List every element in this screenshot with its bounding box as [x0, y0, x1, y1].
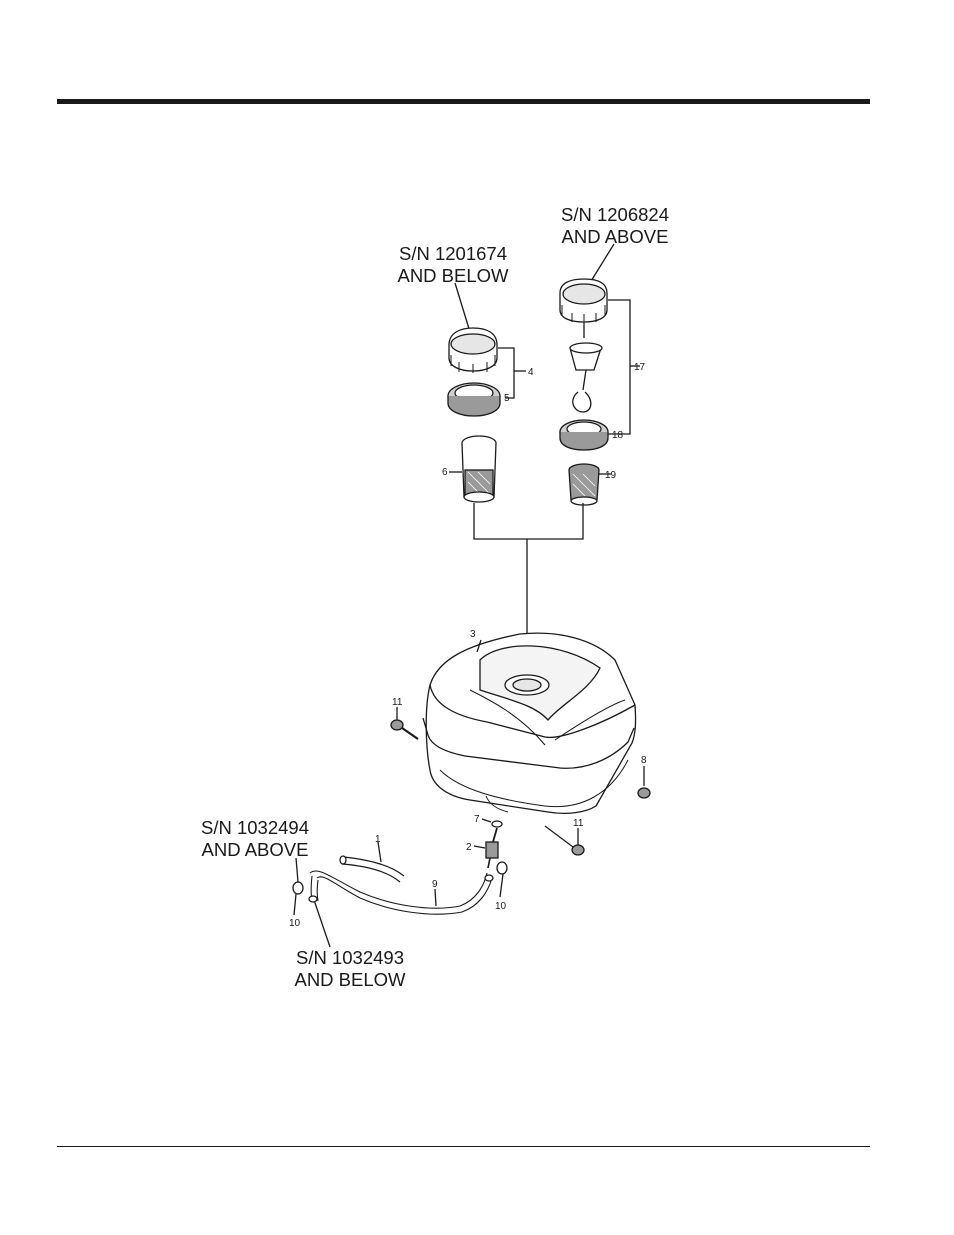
callout-10-left: 10: [289, 918, 301, 929]
callout-11-left: 11: [392, 697, 403, 708]
callout-19: 19: [605, 470, 617, 481]
callout-18: 18: [612, 430, 624, 441]
tank-nut: [638, 788, 650, 798]
fuel-hose-long: [310, 871, 492, 914]
callout-6: 6: [442, 467, 448, 478]
callout-5: 5: [504, 393, 510, 404]
fuel-cap-new: [560, 279, 607, 412]
callout-11-right: 11: [573, 818, 584, 829]
callout-8: 8: [641, 755, 647, 766]
fuel-strainer-old: [462, 436, 496, 502]
bracket-17: [606, 300, 630, 434]
cap-gasket-new: [560, 420, 608, 450]
bracket-strainer-connector: [474, 503, 583, 539]
leader-hose-new: [296, 858, 298, 882]
fuel-cap-old: [449, 328, 497, 373]
fuel-cock-washer: [492, 821, 502, 827]
callout-9: 9: [432, 879, 438, 890]
leader-hose-old: [314, 900, 330, 947]
fuel-hose-short: [340, 856, 404, 882]
callout-4: 4: [528, 367, 534, 378]
callout-7: 7: [474, 814, 480, 825]
hose-clip: [293, 882, 317, 902]
bracket-4: [498, 348, 514, 398]
fuel-cock: [486, 828, 498, 868]
callout-2: 2: [466, 842, 472, 853]
fuel-tank: [423, 633, 636, 813]
callout-10-right: 10: [495, 901, 507, 912]
mounting-bolt: [391, 720, 418, 739]
cap-gasket-old: [448, 383, 500, 416]
fuel-strainer-new: [569, 464, 599, 505]
callout-3: 3: [470, 629, 476, 640]
callout-17: 17: [634, 362, 646, 373]
callout-1: 1: [375, 834, 381, 845]
leader-cap-old: [455, 283, 470, 332]
